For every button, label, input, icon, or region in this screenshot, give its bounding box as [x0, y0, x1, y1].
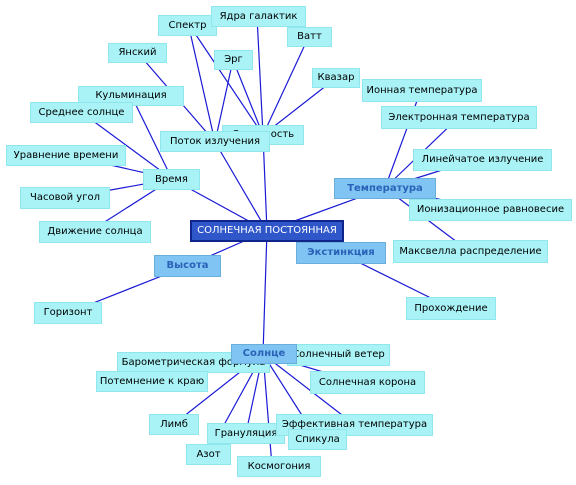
- node-potok-izlucheniya: Поток излучения: [160, 131, 270, 152]
- node-srednee-solntse: Среднее солнце: [30, 102, 133, 123]
- edge-erg: [232, 59, 264, 136]
- node-yanskiy: Янский: [108, 43, 167, 63]
- node-ekstinktsiya: Экстинкция: [296, 242, 386, 264]
- node-chasovoy-ugol: Часовой угол: [20, 187, 110, 209]
- node-ionizatsionnoe-ravnovesie: Ионизационное равновесие: [409, 199, 572, 221]
- node-prokhozhdenie: Прохождение: [406, 297, 496, 320]
- node-azot: Азот: [186, 444, 231, 465]
- edge-vatt: [262, 35, 310, 136]
- node-temperatura: Температура: [334, 178, 436, 199]
- node-solntse: Солнце: [231, 344, 297, 364]
- node-dvizhenie-solntsa: Движение солнца: [39, 221, 151, 243]
- node-elektronnaya-temperatura: Электронная температура: [381, 106, 537, 129]
- node-solnechnaya-korona: Солнечная корона: [310, 371, 425, 394]
- node-maksvell-raspredelenie: Максвелла распределение: [393, 240, 548, 263]
- node-ionnaya-temperatura: Ионная температура: [362, 79, 482, 102]
- node-limb: Лимб: [149, 414, 199, 435]
- node-root: СОЛНЕЧНАЯ ПОСТОЯННАЯ: [190, 220, 344, 242]
- node-solnechnyy-veter: Солнечный ветер: [287, 344, 390, 366]
- node-kvazar: Квазар: [312, 68, 360, 88]
- node-spektr: Спектр: [158, 15, 217, 36]
- node-potemnenie-k-krayu: Потемнение к краю: [96, 371, 208, 392]
- edge-srednee: [80, 111, 173, 180]
- node-spikula: Спикула: [288, 429, 347, 450]
- edge-spektr: [187, 22, 264, 136]
- node-kosmogoniya: Космогония: [237, 456, 321, 477]
- node-yadra-galaktik: Ядра галактик: [211, 6, 306, 27]
- edge-kulminatsiya: [130, 94, 173, 180]
- node-vatt: Ватт: [287, 27, 332, 47]
- edge-potok-erg: [214, 59, 234, 143]
- edge-potok-spektr: [187, 22, 216, 143]
- node-erg: Эрг: [214, 50, 253, 70]
- edge-ionnaya: [384, 89, 422, 189]
- edge-root-solntse: [262, 230, 268, 355]
- edge-root-potok: [214, 141, 268, 232]
- edge-yadra: [256, 15, 264, 136]
- node-vysota: Высота: [154, 255, 221, 277]
- node-uravnenie-vremeni: Уравнение времени: [6, 145, 126, 166]
- node-lineychatoe-izluchenie: Линейчатое излучение: [413, 149, 552, 171]
- node-gorizont: Горизонт: [34, 302, 102, 324]
- edge-effektivnaya: [262, 353, 356, 426]
- node-granulyatsiya: Грануляция: [207, 423, 285, 444]
- node-vremya: Время: [143, 169, 200, 190]
